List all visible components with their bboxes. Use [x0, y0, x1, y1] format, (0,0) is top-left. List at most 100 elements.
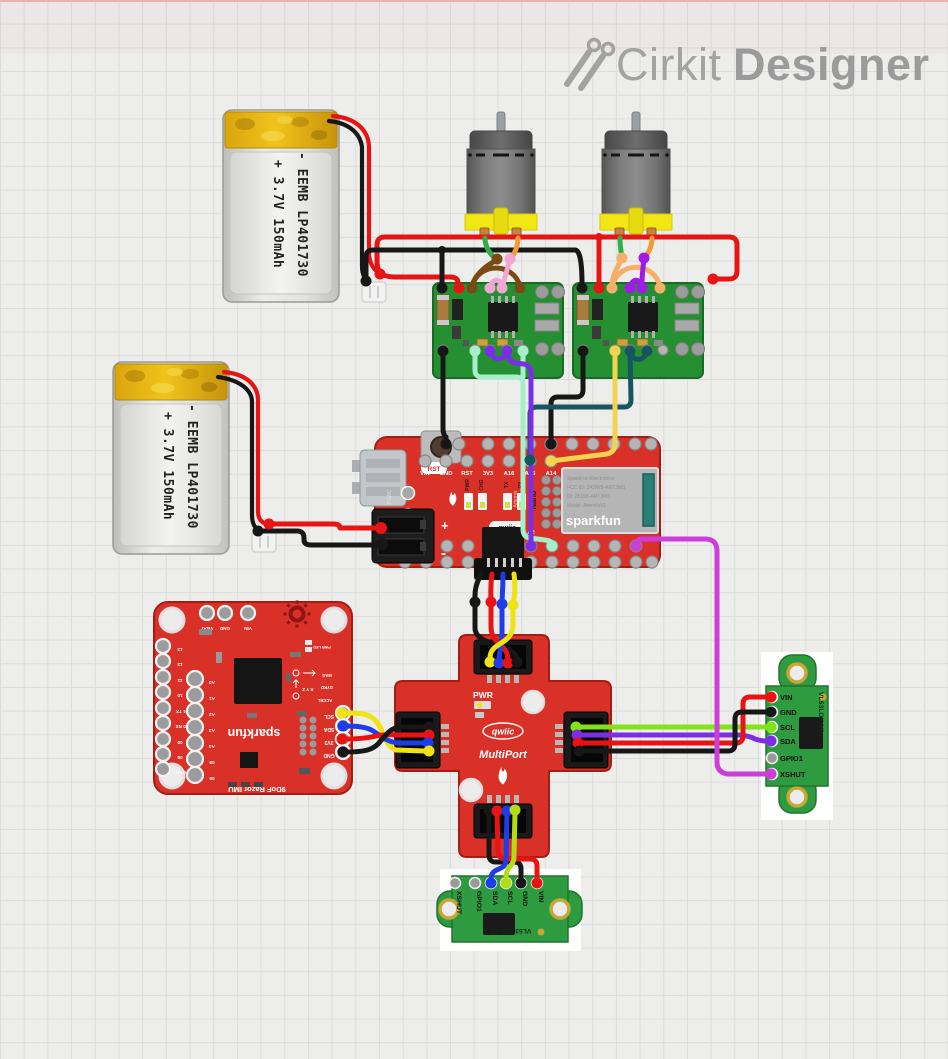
qwiic-connector[interactable] — [474, 527, 532, 580]
svg-text:GYRO: GYRO — [320, 685, 333, 690]
wire-bottom-sda[interactable] — [488, 809, 510, 882]
battery-1[interactable]: - EEMB LP401730 + 3.7V 150mAh — [222, 109, 340, 303]
wire-battery2-positive[interactable] — [266, 521, 377, 531]
jst-minus: - — [441, 545, 446, 562]
canvas-top-tint — [0, 0, 948, 54]
antenna — [642, 473, 655, 527]
imu-passives — [199, 629, 310, 787]
wire-imu-sda[interactable] — [343, 723, 426, 746]
pwr-led-label: PWR LED — [313, 645, 331, 649]
svg-text:10: 10 — [177, 693, 183, 698]
tof-sensor-right[interactable]: VIN GND SCL SDA GPIO1 XSHUT VL53LOX-V2 — [761, 652, 833, 820]
wire-right-gnd[interactable] — [579, 709, 769, 754]
wire-driver2-gnd-artemis[interactable] — [548, 349, 586, 444]
svg-text:GPIO1: GPIO1 — [780, 754, 803, 763]
circuit-pins-icon — [564, 37, 616, 91]
svg-text:A3: A3 — [209, 728, 215, 733]
svg-text:SDA: SDA — [780, 737, 796, 746]
svg-text:A14: A14 — [546, 471, 557, 477]
artemis-nano-board[interactable]: RST VIN GND RST 3V3 A16 A15 A14 PSWC PWR… — [352, 430, 661, 580]
wire-imu-scl[interactable] — [342, 710, 427, 754]
svg-text:PWR: PWR — [465, 479, 471, 491]
wire-gnd-bus[interactable] — [363, 247, 585, 287]
battery-jst-connector[interactable] — [371, 508, 435, 564]
wire-battery1-negative-lead[interactable] — [326, 118, 368, 281]
wire-vcc-bus[interactable] — [374, 234, 740, 282]
wire-xshut-magenta[interactable] — [633, 536, 769, 777]
svg-text:A16: A16 — [504, 471, 515, 477]
wire-bottom-vin[interactable] — [494, 809, 540, 882]
wire-vcc-driver1[interactable] — [377, 271, 461, 286]
imu-title: 9DoF Razor IMU — [228, 785, 286, 794]
tof-right-name: VL53LOX-V2 — [817, 692, 824, 733]
wire-qwiic-yellow[interactable] — [487, 571, 518, 661]
svg-text:GND: GND — [323, 752, 335, 758]
pswc-label: PSWC — [387, 489, 393, 504]
svg-text:XSHUT: XSHUT — [780, 770, 806, 779]
svg-text:11: 11 — [177, 678, 182, 683]
svg-text:GND: GND — [175, 770, 186, 775]
multiport-name: MultiPort — [479, 749, 528, 761]
svg-text:A0: A0 — [209, 680, 215, 685]
svg-text:A4: A4 — [209, 744, 215, 749]
artemis-label: Artemis — [513, 490, 519, 507]
tof-right-pin-labels: VIN GND SCL SDA GPIO1 XSHUT — [780, 693, 806, 779]
wire-motor1-brown-arc[interactable] — [469, 265, 523, 289]
imu-right-grid — [299, 716, 317, 756]
wire-bottom-scl[interactable] — [503, 809, 518, 882]
wire-qwiic-blue[interactable] — [496, 571, 506, 663]
brand-light: Cirkit — [616, 39, 721, 90]
wire-imu-3v3[interactable] — [342, 732, 427, 742]
svg-text:RST: RST — [461, 471, 473, 477]
wire-imu-gnd[interactable] — [343, 724, 427, 755]
svg-text:3V3: 3V3 — [483, 471, 494, 477]
imu-board[interactable]: VBAT GND VIN 13 12 11 10 01 TX 00 RX 09 … — [153, 600, 353, 795]
motor-driver-1[interactable] — [432, 282, 566, 379]
svg-text:12: 12 — [177, 662, 183, 667]
motor-driver-2[interactable] — [572, 282, 706, 379]
svg-text:CHG: CHG — [479, 479, 485, 490]
imu-sparkfun: sparkfun — [228, 726, 281, 740]
battery-2[interactable]: - EEMB LP401730 + 3.7V 150mAh — [112, 361, 230, 555]
tof-chip — [799, 717, 823, 749]
wire-battery1-positive-lead[interactable] — [330, 113, 381, 275]
battery-2-label-2: + 3.7V 150mAh — [160, 412, 175, 520]
imu-left-pins: 13 12 11 10 01 TX 00 RX 09 06 GND — [154, 637, 188, 778]
svg-text:ACCEL: ACCEL — [317, 698, 332, 703]
wire-driver1-purple-a2[interactable] — [504, 349, 534, 546]
svg-text:FCC ID: 2ASW8-ART3MS: FCC ID: 2ASW8-ART3MS — [567, 485, 626, 491]
wire-battery2-positive-lead[interactable] — [221, 369, 267, 526]
svg-text:06: 06 — [177, 755, 183, 760]
multiport-qwiic-label: qwiic — [492, 727, 515, 737]
wire-driver1-mint[interactable] — [472, 349, 555, 547]
svg-text:ID: 25155-ART3MS: ID: 25155-ART3MS — [567, 494, 611, 500]
svg-text:SCL: SCL — [506, 891, 513, 905]
imu-top-pin-labels: VBAT GND VIN — [201, 626, 252, 631]
battery-1-label-1: - EEMB LP401730 — [294, 152, 309, 277]
svg-text:GND: GND — [440, 471, 453, 477]
multiport-pwr-label: PWR — [473, 690, 493, 700]
tof-bottom-name: VL53LOX-V2 — [490, 927, 531, 934]
wire-driver1-gnd-artemis[interactable] — [440, 349, 449, 444]
svg-text:08: 08 — [209, 760, 215, 765]
svg-text:A2: A2 — [209, 712, 215, 717]
wire-battery2-negative-lead[interactable] — [215, 374, 259, 531]
wire-qwiic-black[interactable] — [472, 571, 520, 663]
svg-text:XSHUT: XSHUT — [455, 891, 462, 915]
wire-right-vin[interactable] — [578, 694, 769, 746]
tof-chip — [483, 913, 515, 935]
brand-bold: Designer — [733, 39, 930, 90]
wire-motor2-peach-arc[interactable] — [609, 264, 663, 289]
wire-battery2-negative[interactable] — [255, 528, 378, 548]
battery-2-label-1: - EEMB LP401730 — [184, 404, 199, 529]
svg-text:SCL: SCL — [324, 713, 334, 719]
wire-qwiic-red[interactable] — [488, 571, 511, 663]
svg-text:SDA: SDA — [491, 891, 498, 905]
dc-motor-2[interactable] — [598, 110, 674, 241]
imu-mcu-chip — [234, 658, 282, 704]
svg-text:SDA: SDA — [323, 726, 334, 732]
sparkfun-wordmark: sparkfun — [566, 513, 621, 528]
gear-icon — [283, 600, 311, 628]
dc-motor-1[interactable] — [463, 110, 539, 241]
